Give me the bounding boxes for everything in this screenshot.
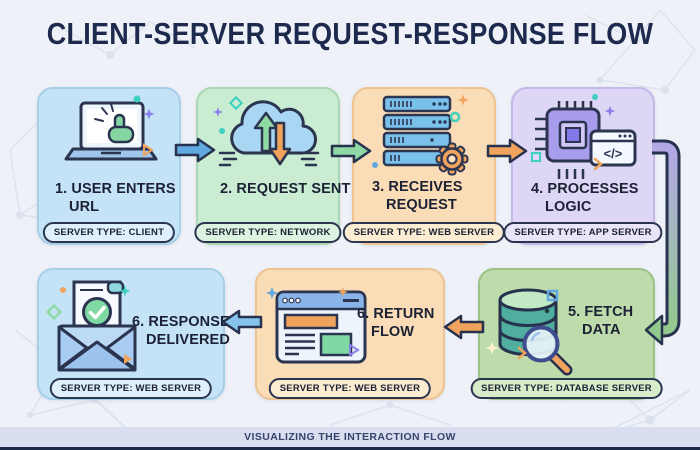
footer-bar: VISUALIZING THE INTERACTION FLOW	[0, 427, 700, 447]
step-card-return-flow: 6. RETURN FLOW SERVER TYPE: WEB SERVER	[255, 268, 445, 400]
step-title: 6. RESPONSE DELIVERED	[132, 314, 230, 348]
svg-text:</>: </>	[604, 146, 623, 161]
step-card-processes-logic: </> 4. PROCESSES LOGIC SERVER TYPE: APP …	[503, 87, 663, 245]
database-search-icon	[498, 288, 573, 376]
server-type-badge: SERVER TYPE: WEB SERVER	[342, 222, 506, 243]
step-card-user-enters-url: 1. USER ENTERS URL SERVER TYPE: CLIENT	[37, 87, 181, 245]
step-title: 2. REQUEST SENT	[220, 181, 351, 197]
step-title: 4. PROCESSES LOGIC	[531, 181, 639, 215]
step-card-request-sent: 2. REQUEST SENT SERVER TYPE: NETWORK	[194, 87, 350, 245]
server-rack-gear-icon	[382, 95, 469, 176]
server-type-badge: SERVER TYPE: WEB SERVER	[268, 378, 432, 399]
step-title: 3. RECEIVES REQUEST	[372, 179, 463, 213]
server-type-badge: SERVER TYPE: APP SERVER	[503, 222, 663, 243]
server-type-badge: SERVER TYPE: WEB SERVER	[49, 378, 213, 399]
server-type-badge: SERVER TYPE: NETWORK	[194, 222, 342, 243]
browser-window-icon	[275, 290, 367, 364]
footer-caption: VISUALIZING THE INTERACTION FLOW	[244, 431, 456, 443]
step-title: 5. FETCH DATA	[568, 304, 634, 338]
step-card-receives-request: 3. RECEIVES REQUEST SERVER TYPE: WEB SER…	[342, 87, 506, 245]
step-title: 6. RETURN FLOW	[357, 306, 435, 340]
step-card-fetch-data: 5. FETCH DATA SERVER TYPE: DATABASE SERV…	[470, 268, 663, 400]
server-type-badge: SERVER TYPE: DATABASE SERVER	[470, 378, 663, 399]
step-card-response-delivered: 6. RESPONSE DELIVERED SERVER TYPE: WEB S…	[37, 268, 230, 400]
laptop-click-icon	[64, 101, 158, 161]
cpu-code-icon: </>	[535, 101, 637, 179]
server-type-badge: SERVER TYPE: CLIENT	[42, 222, 176, 243]
footer-strip	[0, 447, 700, 450]
cloud-transfer-icon	[218, 100, 320, 167]
page-title: CLIENT-SERVER REQUEST-RESPONSE FLOW	[46, 16, 654, 51]
step-title: 1. USER ENTERS URL	[55, 181, 176, 215]
